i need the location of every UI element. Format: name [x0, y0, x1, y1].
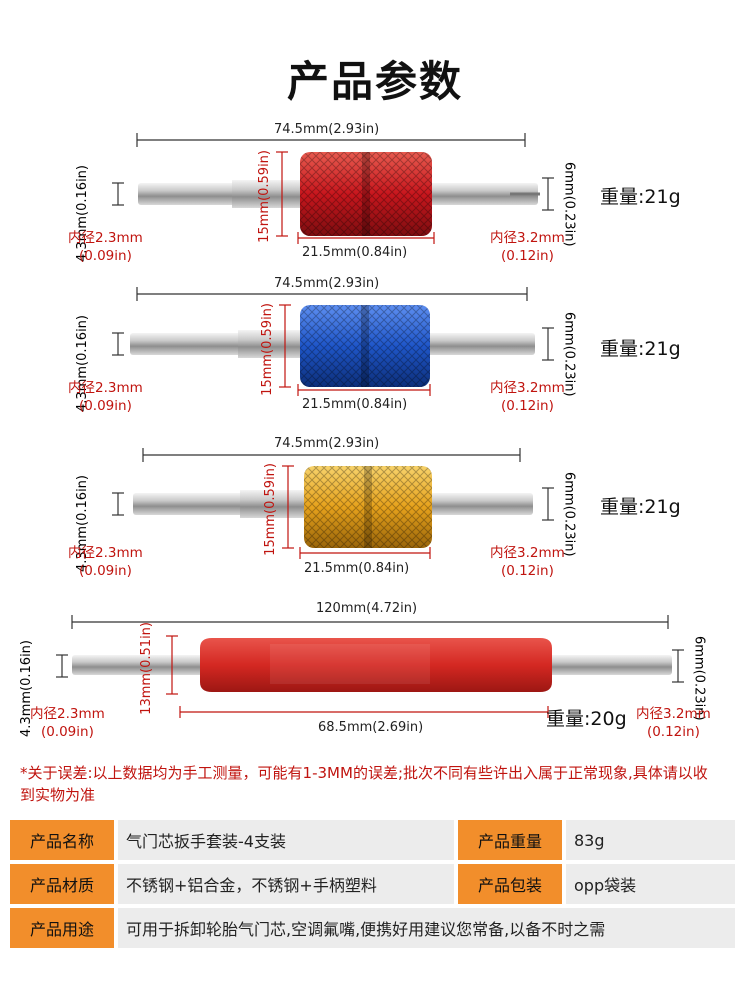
handle-diameter-label: 15mm(0.59in) — [257, 150, 272, 243]
handle-length-label: 21.5mm(0.84in) — [302, 245, 408, 260]
right-diameter-label: 6mm(0.23in) — [691, 636, 707, 721]
length-label: 74.5mm(2.93in) — [274, 122, 380, 137]
spec-label: 产品名称 — [10, 820, 114, 860]
error-note: *关于误差:以上数据均为手工测量，可能有1-3MM的误差;批次不同有些许出入属于… — [20, 764, 708, 804]
spec-row-usage: 产品用途 可用于拆卸轮胎气门芯,空调氟嘴,便携好用建议您常备,以备不时之需 — [10, 908, 735, 948]
handle-diameter-label: 15mm(0.59in) — [260, 303, 275, 396]
spec-label: 产品用途 — [10, 908, 114, 948]
inner-left-label: 内径2.3mm(0.09in) — [68, 545, 143, 579]
right-diameter-label: 6mm(0.23in) — [561, 162, 577, 247]
weight-label: 重量:21g — [600, 338, 681, 360]
page-title: 产品参数 — [286, 57, 463, 106]
spec-value: 83g — [566, 820, 735, 860]
inner-left-label: 内径2.3mm(0.09in) — [30, 706, 105, 740]
tool-gold-drawing — [133, 466, 533, 548]
handle-diameter-label: 13mm(0.51in) — [139, 622, 154, 715]
length-label: 74.5mm(2.93in) — [274, 276, 380, 291]
spec-value: 气门芯扳手套装-4支装 — [118, 820, 454, 860]
spec-value: 可用于拆卸轮胎气门芯,空调氟嘴,便携好用建议您常备,以备不时之需 — [118, 908, 735, 948]
spec-label: 产品包装 — [458, 864, 562, 904]
tool-long-drawing — [72, 638, 672, 692]
length-label: 120mm(4.72in) — [316, 601, 418, 616]
inner-right-label: 内径3.2mm(0.12in) — [490, 230, 565, 264]
tool-red-drawing — [138, 152, 540, 236]
spec-label: 产品材质 — [10, 864, 114, 904]
handle-plastic — [200, 638, 552, 692]
length-label: 74.5mm(2.93in) — [274, 436, 380, 451]
inner-right-label: 内径3.2mm(0.12in) — [490, 380, 565, 414]
inner-right-label: 内径3.2mm(0.12in) — [490, 545, 565, 579]
spec-row-material: 产品材质 不锈钢+铝合金，不锈钢+手柄塑料 产品包装 opp袋装 — [10, 864, 735, 904]
weight-label: 重量:20g — [546, 708, 627, 730]
handle-diameter-label: 15mm(0.59in) — [263, 463, 278, 556]
right-diameter-label: 6mm(0.23in) — [561, 472, 577, 557]
spec-label: 产品重量 — [458, 820, 562, 860]
weight-label: 重量:21g — [600, 496, 681, 518]
spec-row-name: 产品名称 气门芯扳手套装-4支装 产品重量 83g — [10, 820, 735, 860]
inner-left-label: 内径2.3mm(0.09in) — [68, 380, 143, 414]
spec-value: 不锈钢+铝合金，不锈钢+手柄塑料 — [118, 864, 454, 904]
handle-length-label: 68.5mm(2.69in) — [318, 720, 424, 735]
right-diameter-label: 6mm(0.23in) — [561, 312, 577, 397]
weight-label: 重量:21g — [600, 186, 681, 208]
handle-length-label: 21.5mm(0.84in) — [304, 561, 410, 576]
handle-length-label: 21.5mm(0.84in) — [302, 397, 408, 412]
tool-blue-drawing — [130, 305, 535, 387]
inner-right-label: 内径3.2mm(0.12in) — [636, 706, 711, 740]
spec-value: opp袋装 — [566, 864, 735, 904]
inner-left-label: 内径2.3mm(0.09in) — [68, 230, 143, 264]
